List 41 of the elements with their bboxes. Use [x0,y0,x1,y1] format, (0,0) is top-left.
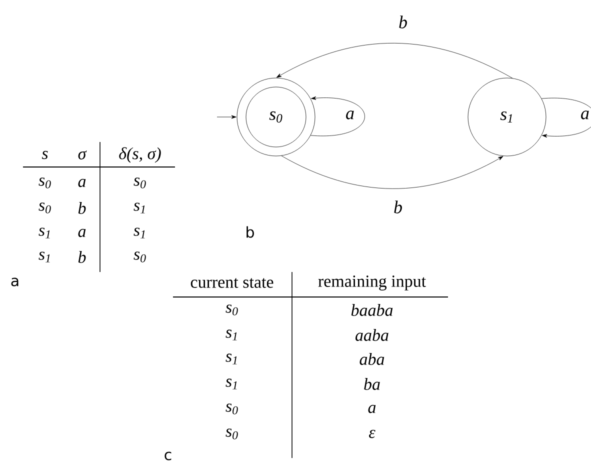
table-cell: a [78,178,86,188]
edge-label: a [580,110,590,120]
table-cell: s$_{0}$ [38,178,51,188]
table-cell: s$_{0}$ [38,202,51,214]
table-cell: s$_{1}$ [134,202,145,214]
table-header: σ [78,150,87,160]
table-cell: s$_{0}$ [226,428,238,440]
table-cell: a [368,404,376,414]
edge-label: a [344,110,356,120]
table-cell: s$_{1}$ [134,228,145,238]
table-cell: b [78,202,86,214]
table-cell: ba [364,378,380,390]
table-cell: s$_{0}$ [226,304,238,316]
table-header: remaining input [318,276,426,290]
start-arrow [216,115,236,119]
table-cell: ε [369,430,376,438]
panel-label: b [246,226,254,238]
table-cell: a [78,228,86,238]
table-header: δ(s, σ) [119,147,161,163]
transition-arrow [310,96,365,136]
edge-label: b [398,14,408,30]
panel-label: c [164,452,172,460]
table-header: s [42,150,48,160]
table-cell: b [78,251,86,263]
transition-arrow [281,156,504,189]
table-cell: s$_{1}$ [226,354,237,364]
table-cell: s$_{0}$ [134,252,146,262]
table-cell: s$_{1}$ [226,330,237,340]
table-cell: aba [360,353,384,365]
table-cell: s$_{1}$ [38,252,50,262]
transition-arrow [541,98,591,138]
transition-arrow [276,42,513,78]
table-cell: s$_{1}$ [38,228,50,238]
table-cell: s$_{1}$ [226,378,237,390]
edge-label: b [392,200,404,214]
table-cell: s$_{0}$ [226,404,238,414]
table-cell: baaba [351,304,393,316]
table-cell: s$_{0}$ [134,178,146,188]
table-header: current state [190,278,274,288]
panel-label: a [11,278,18,286]
table-cell: aaba [356,329,388,341]
